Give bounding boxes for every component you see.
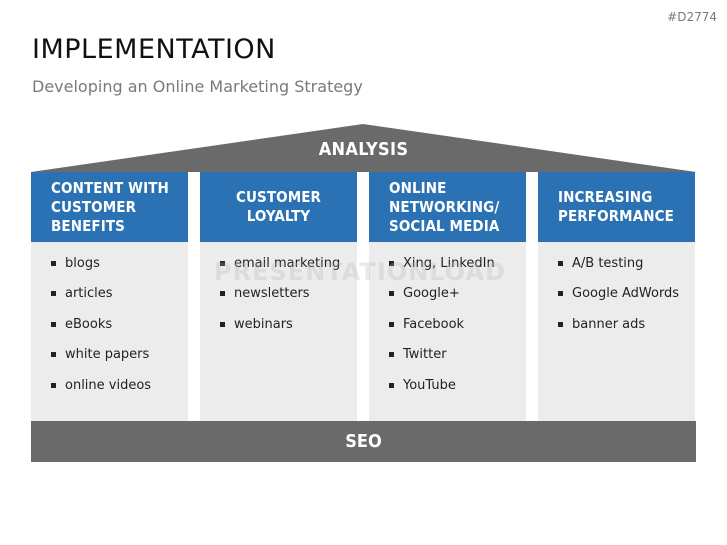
base-seo: SEO [31,421,696,462]
list-item: articles [31,285,188,315]
pillar-social: ONLINE NETWORKING/ SOCIAL MEDIA Xing, Li… [369,172,526,422]
list-item: Twitter [369,346,526,376]
page-title: IMPLEMENTATION [32,34,276,65]
pillar-performance-body: A/B testing Google AdWords banner ads [538,242,695,422]
pillar-content: CONTENT WITH CUSTOMER BENEFITS blogs art… [31,172,188,422]
pillar-loyalty-body: email marketing newsletters webinars [200,242,357,422]
pillar-performance-title: INCREASING PERFORMANCE [538,172,695,242]
page-subtitle: Developing an Online Marketing Strategy [32,77,363,96]
list-item: blogs [31,255,188,285]
roof-label: ANALYSIS [318,139,409,160]
list-item: Facebook [369,316,526,346]
list-item: Google+ [369,285,526,315]
pillar-loyalty: CUSTOMER LOYALTY email marketing newslet… [200,172,357,422]
list-item: eBooks [31,316,188,346]
list-item: banner ads [538,316,695,346]
list-item: Google AdWords [538,285,695,315]
list-item: webinars [200,316,357,346]
pillar-content-body: blogs articles eBooks white papers onlin… [31,242,188,422]
roof-analysis [31,124,696,172]
list-item: email marketing [200,255,357,285]
pillar-social-body: Xing, LinkedIn Google+ Facebook Twitter … [369,242,526,422]
list-item: YouTube [369,377,526,407]
list-item: online videos [31,377,188,407]
list-item: Xing, LinkedIn [369,255,526,285]
roof-shape [31,124,696,172]
pillar-performance: INCREASING PERFORMANCE A/B testing Googl… [538,172,695,422]
pillar-social-title: ONLINE NETWORKING/ SOCIAL MEDIA [369,172,526,242]
slide-code: #D2774 [667,10,717,24]
pillar-loyalty-title: CUSTOMER LOYALTY [200,172,357,242]
pillar-content-title: CONTENT WITH CUSTOMER BENEFITS [31,172,188,242]
list-item: newsletters [200,285,357,315]
list-item: white papers [31,346,188,376]
list-item: A/B testing [538,255,695,285]
